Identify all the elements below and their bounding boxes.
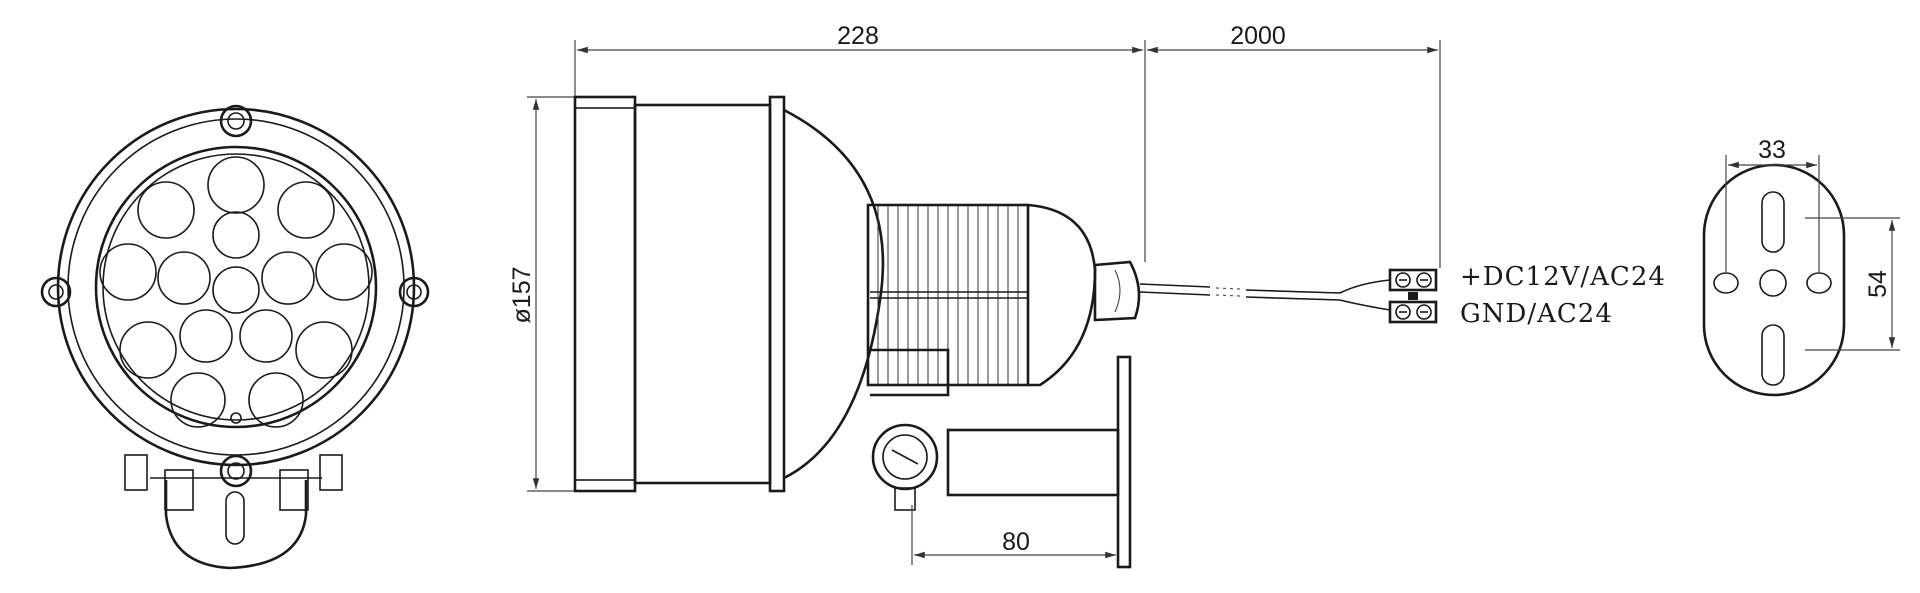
dim-plate-height-label: 54	[1864, 270, 1892, 298]
dim-plate-height: 54	[1805, 217, 1900, 351]
plate-slot-bottom	[1761, 324, 1785, 386]
dim-length: 228	[574, 22, 1146, 262]
front-view	[40, 104, 430, 570]
dim-cable-length-label: 2000	[1230, 22, 1286, 50]
dim-bracket: 80	[911, 505, 1116, 565]
led-7	[212, 266, 260, 314]
dim-cable-length: 2000	[1147, 22, 1441, 268]
sensor-dot	[230, 412, 242, 424]
terminal-ground	[1388, 292, 1438, 324]
plate-hole-center	[1759, 269, 1787, 297]
wire-ground-label: GND/AC24	[1460, 299, 1613, 329]
led-12	[119, 321, 177, 379]
front-screw-bottom	[219, 454, 253, 488]
front-outer-ring	[56, 107, 416, 467]
front-bracket	[124, 454, 343, 570]
front-lens-ring	[102, 153, 370, 421]
led-13	[295, 321, 353, 379]
cable-gland	[1093, 260, 1141, 322]
led-array	[99, 156, 373, 428]
plate-hole-left	[1713, 272, 1739, 294]
side-flange	[768, 95, 786, 493]
front-inner-ring	[94, 145, 378, 429]
side-body	[633, 103, 772, 485]
side-bracket	[870, 348, 1132, 569]
dim-length-label: 228	[837, 22, 879, 50]
side-rear-cap	[1027, 203, 1097, 387]
led-4	[212, 211, 260, 259]
dim-diameter-label: ø157	[508, 267, 536, 324]
plate-hole-right	[1806, 272, 1832, 294]
led-6	[157, 251, 211, 305]
led-3	[277, 181, 335, 239]
front-screw-left	[40, 276, 72, 308]
terminal-positive	[1388, 268, 1438, 292]
dim-bracket-label: 80	[1002, 528, 1030, 556]
cable	[1139, 279, 1391, 311]
plate-slot-top	[1761, 191, 1785, 253]
side-dome	[783, 108, 885, 480]
wire-positive-label: +DC12V/AC24	[1460, 262, 1666, 292]
front-second-ring	[67, 118, 405, 456]
mounting-plate	[1702, 163, 1846, 397]
led-10	[179, 309, 233, 363]
led-8	[261, 251, 315, 305]
mounting-plate-view: 33 54	[1702, 136, 1900, 397]
front-screw-right	[398, 276, 430, 308]
dim-plate-spacing: 33	[1725, 136, 1820, 272]
heat-sink-fins	[866, 203, 1030, 387]
led-5	[99, 243, 157, 301]
led-1	[207, 156, 265, 214]
led-9	[315, 243, 373, 301]
led-2	[137, 181, 195, 239]
dim-plate-spacing-label: 33	[1758, 136, 1786, 164]
side-view: 228 2000 ø157 80 +DC12V/AC24 GND/AC24	[508, 22, 1666, 569]
led-15	[248, 372, 304, 428]
front-screw-top	[219, 104, 253, 138]
side-bezel	[573, 95, 637, 493]
dim-diameter: ø157	[508, 96, 574, 492]
led-14	[170, 372, 226, 428]
led-11	[239, 309, 293, 363]
